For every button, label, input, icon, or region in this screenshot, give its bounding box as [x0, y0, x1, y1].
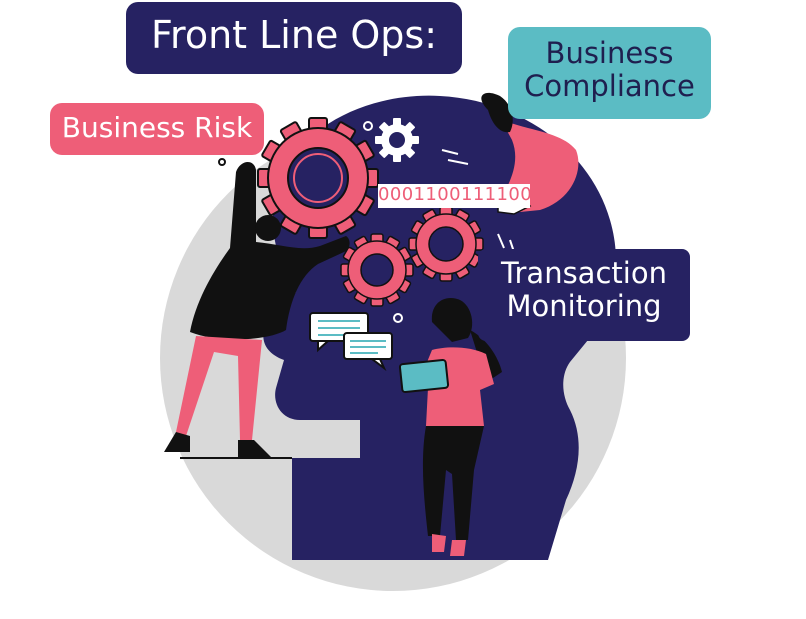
binary-strip: 0001100111100 [378, 184, 530, 208]
decor-dash [441, 149, 469, 165]
tablet-icon [398, 358, 450, 394]
label-line: Transaction [501, 256, 667, 290]
label-business-compliance: Business Compliance [508, 27, 711, 119]
label-transaction-monitoring: Transaction Monitoring [478, 249, 690, 341]
gear-icon [257, 117, 379, 239]
decor-dot [393, 313, 403, 323]
chat-bubble-icon [343, 332, 393, 372]
person-left [164, 161, 350, 458]
label-line: Monitoring [506, 289, 662, 324]
gear-icon [340, 233, 414, 307]
gear-icon [375, 118, 419, 162]
label-business-risk: Business Risk [50, 103, 264, 155]
label-line: Business [545, 36, 674, 70]
label-line: Compliance [524, 69, 695, 104]
decor-dot [363, 121, 373, 131]
decor-dot [218, 158, 226, 166]
page-title: Front Line Ops: [126, 2, 462, 74]
gear-icon [408, 206, 484, 282]
